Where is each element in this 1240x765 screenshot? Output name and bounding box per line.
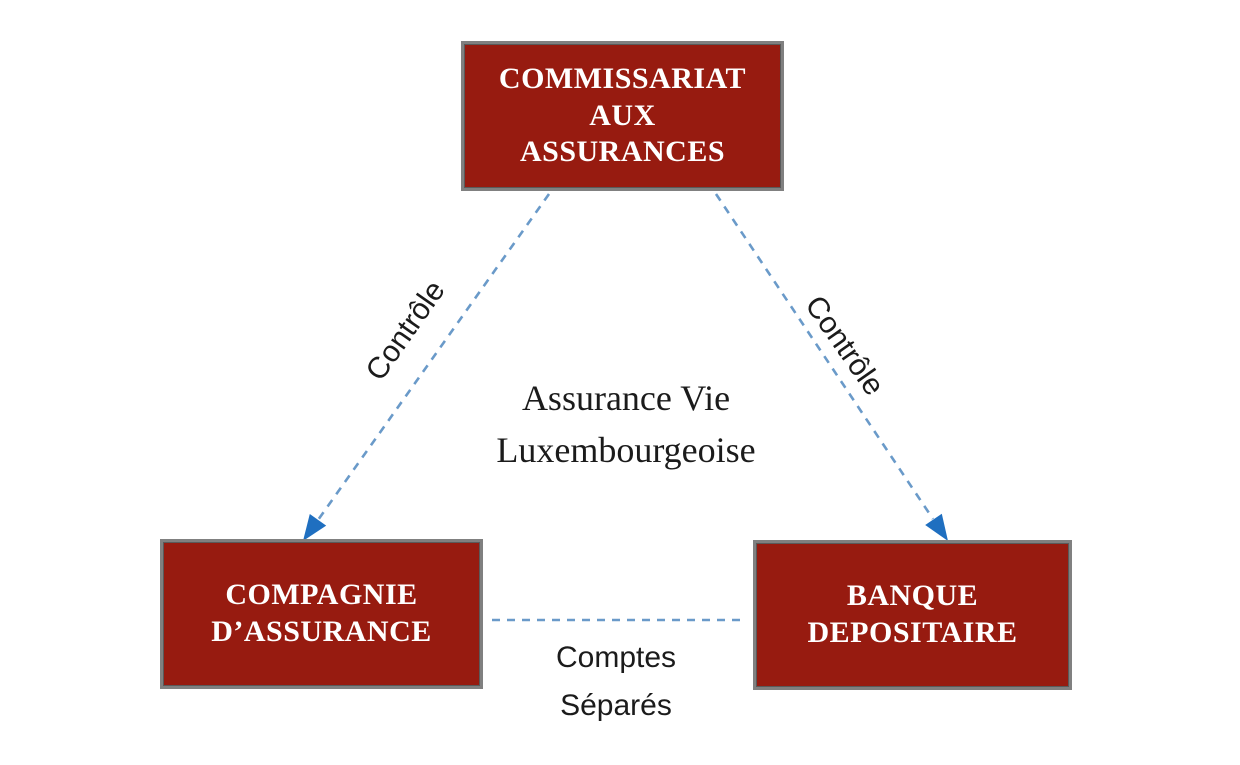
comptes-separes-label: Comptes Séparés: [556, 634, 676, 730]
controle-right-arrowhead-icon: [925, 513, 948, 541]
node-label-line: AUX: [589, 98, 656, 132]
center-title-line: Assurance Vie: [521, 378, 731, 418]
node-label-line: COMMISSARIAT: [498, 61, 747, 95]
comptes-separes-line: Séparés: [560, 689, 672, 722]
node-label-line: DEPOSITAIRE: [807, 616, 1018, 649]
node-commissariat-aux-assurances: COMMISSARIAT AUX ASSURANCES: [461, 41, 784, 191]
controle-right-dashed-line: [714, 193, 935, 520]
node-label-line: COMPAGNIE: [225, 578, 418, 612]
center-title-line: Luxembourgeoise: [496, 430, 756, 470]
controle-left-dashed-line: [316, 193, 551, 521]
controle-left-arrowhead-icon: [303, 514, 327, 541]
center-title: Assurance Vie Luxembourgeoise: [440, 372, 812, 476]
node-label-line: BANQUE: [846, 579, 979, 613]
node-label-line: D’ASSURANCE: [211, 615, 432, 648]
node-banque-depositaire: BANQUE DEPOSITAIRE: [753, 540, 1072, 690]
node-compagnie-d-assurance: COMPAGNIE D’ASSURANCE: [160, 539, 483, 689]
comptes-separes-line: Comptes: [555, 641, 677, 674]
node-label-line: ASSURANCES: [519, 135, 726, 169]
